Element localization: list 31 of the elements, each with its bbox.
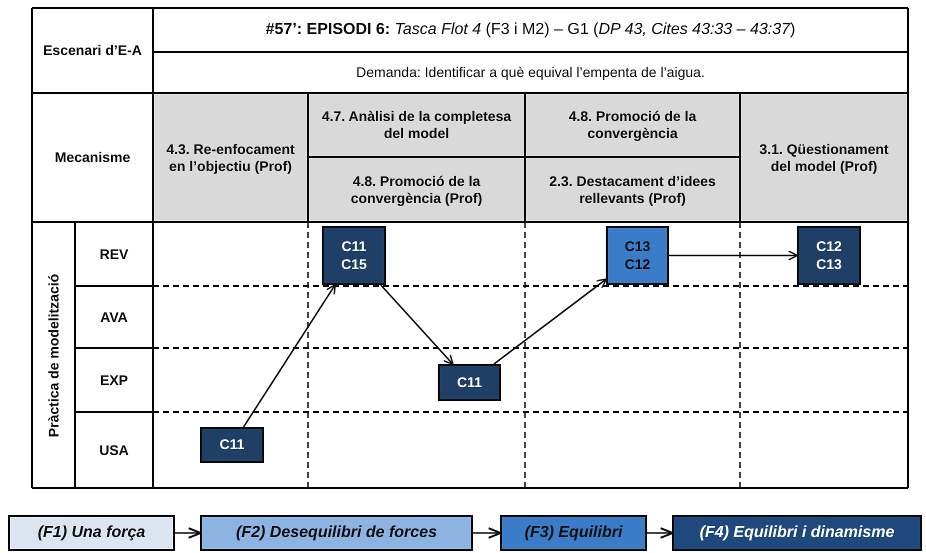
arrow xyxy=(647,527,674,539)
mechanism-header: 4.7. Anàlisi de la completesa del model xyxy=(308,93,525,157)
code-box: C11 C15 xyxy=(322,226,386,285)
code-box: C13 C12 xyxy=(606,226,669,285)
arrow xyxy=(242,284,336,428)
mechanism-header: 4.3. Re-enfocament en l’objectiu (Prof) xyxy=(153,93,308,222)
row-heading: EXP xyxy=(98,370,129,390)
mechanism-header: 4.8. Promoció de la convergència (Prof) xyxy=(308,157,525,222)
arrow xyxy=(175,527,202,539)
row-heading: AVA xyxy=(99,308,129,327)
code-box: C11 xyxy=(438,364,501,401)
arrow xyxy=(669,250,798,261)
code-box: C12 C13 xyxy=(797,226,861,285)
arrow xyxy=(473,527,502,539)
row-heading: USA xyxy=(98,440,130,460)
phase-box: (F4) Equilibri i dinamisme xyxy=(672,515,922,551)
mechanism-heading: Mecanisme xyxy=(54,148,132,168)
axis-title: Pràctica de modelització xyxy=(44,272,62,439)
episode-title: #57’: EPISODI 6: Tasca Flot 4 (F3 i M2) – G1 (DP 43, Cites 43:33 – 43:37) xyxy=(264,20,796,40)
code-box: C11 xyxy=(200,427,264,463)
phase-box: (F2) Desequilibri de forces xyxy=(200,515,473,551)
row-heading: REV xyxy=(98,244,130,264)
mechanism-header: 3.1. Qüestionament del model (Prof) xyxy=(740,93,908,222)
phase-box: (F3) Equilibri xyxy=(500,515,647,551)
arrow xyxy=(380,284,454,366)
mechanism-header: 4.8. Promoció de la convergència xyxy=(525,93,740,157)
mechanism-header: 2.3. Destacament d’idees rellevants (Prof) xyxy=(525,157,740,222)
phase-box: (F1) Una força xyxy=(8,515,175,551)
scenario-heading: Escenari d’E-A xyxy=(42,41,143,60)
demand-text: Demanda: Identificar a què equival l’empenta de l’aigua. xyxy=(355,63,706,82)
arrow xyxy=(493,278,608,365)
